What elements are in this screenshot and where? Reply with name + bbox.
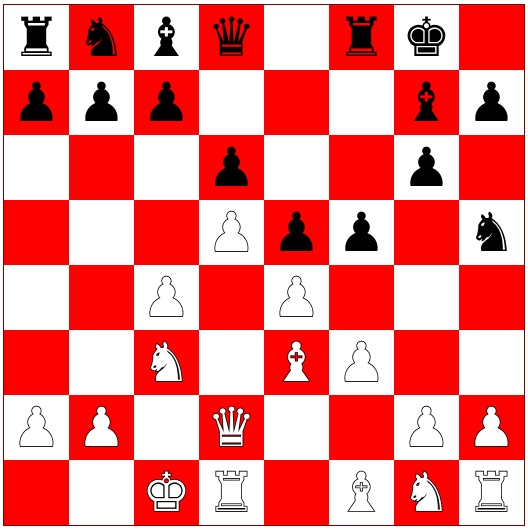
square-a8[interactable]: ♜ bbox=[4, 5, 69, 70]
square-e6[interactable] bbox=[264, 135, 329, 200]
square-c3[interactable]: ♞ bbox=[134, 330, 199, 395]
white-knight-icon[interactable]: ♞ bbox=[142, 336, 190, 390]
square-g8[interactable]: ♚ bbox=[394, 5, 459, 70]
black-pawn-icon[interactable]: ♟ bbox=[467, 76, 515, 130]
white-bishop-icon[interactable]: ♝ bbox=[272, 336, 320, 390]
square-e1[interactable] bbox=[264, 460, 329, 525]
square-h8[interactable] bbox=[459, 5, 524, 70]
square-e7[interactable] bbox=[264, 70, 329, 135]
square-b6[interactable] bbox=[69, 135, 134, 200]
square-f4[interactable] bbox=[329, 265, 394, 330]
square-h7[interactable]: ♟ bbox=[459, 70, 524, 135]
square-e8[interactable] bbox=[264, 5, 329, 70]
square-e3[interactable]: ♝ bbox=[264, 330, 329, 395]
square-f3[interactable]: ♟ bbox=[329, 330, 394, 395]
square-f5[interactable]: ♟ bbox=[329, 200, 394, 265]
black-pawn-icon[interactable]: ♟ bbox=[272, 206, 320, 260]
white-pawn-icon[interactable]: ♟ bbox=[402, 401, 450, 455]
white-rook-icon[interactable]: ♜ bbox=[207, 466, 255, 520]
square-f1[interactable]: ♝ bbox=[329, 460, 394, 525]
square-d4[interactable] bbox=[199, 265, 264, 330]
square-c2[interactable] bbox=[134, 395, 199, 460]
white-pawn-icon[interactable]: ♟ bbox=[272, 271, 320, 325]
square-g5[interactable] bbox=[394, 200, 459, 265]
black-rook-icon[interactable]: ♜ bbox=[12, 11, 60, 65]
square-a1[interactable] bbox=[4, 460, 69, 525]
square-h3[interactable] bbox=[459, 330, 524, 395]
square-h6[interactable] bbox=[459, 135, 524, 200]
white-pawn-icon[interactable]: ♟ bbox=[337, 336, 385, 390]
square-b1[interactable] bbox=[69, 460, 134, 525]
white-pawn-icon[interactable]: ♟ bbox=[77, 401, 125, 455]
black-pawn-icon[interactable]: ♟ bbox=[142, 76, 190, 130]
square-a5[interactable] bbox=[4, 200, 69, 265]
square-h1[interactable]: ♜ bbox=[459, 460, 524, 525]
square-d5[interactable]: ♟ bbox=[199, 200, 264, 265]
square-e4[interactable]: ♟ bbox=[264, 265, 329, 330]
black-knight-icon[interactable]: ♞ bbox=[77, 11, 125, 65]
white-rook-icon[interactable]: ♜ bbox=[467, 466, 515, 520]
black-pawn-icon[interactable]: ♟ bbox=[402, 141, 450, 195]
square-d3[interactable] bbox=[199, 330, 264, 395]
square-a4[interactable] bbox=[4, 265, 69, 330]
square-f8[interactable]: ♜ bbox=[329, 5, 394, 70]
square-d7[interactable] bbox=[199, 70, 264, 135]
black-bishop-icon[interactable]: ♝ bbox=[402, 76, 450, 130]
square-e2[interactable] bbox=[264, 395, 329, 460]
square-b3[interactable] bbox=[69, 330, 134, 395]
square-a2[interactable]: ♟ bbox=[4, 395, 69, 460]
black-pawn-icon[interactable]: ♟ bbox=[207, 141, 255, 195]
square-d2[interactable]: ♛ bbox=[199, 395, 264, 460]
square-f6[interactable] bbox=[329, 135, 394, 200]
square-d6[interactable]: ♟ bbox=[199, 135, 264, 200]
square-c4[interactable]: ♟ bbox=[134, 265, 199, 330]
black-pawn-icon[interactable]: ♟ bbox=[12, 76, 60, 130]
square-b8[interactable]: ♞ bbox=[69, 5, 134, 70]
black-pawn-icon[interactable]: ♟ bbox=[77, 76, 125, 130]
square-g6[interactable]: ♟ bbox=[394, 135, 459, 200]
square-g7[interactable]: ♝ bbox=[394, 70, 459, 135]
black-king-icon[interactable]: ♚ bbox=[402, 11, 450, 65]
white-bishop-icon[interactable]: ♝ bbox=[337, 466, 385, 520]
black-pawn-icon[interactable]: ♟ bbox=[337, 206, 385, 260]
square-b2[interactable]: ♟ bbox=[69, 395, 134, 460]
square-g4[interactable] bbox=[394, 265, 459, 330]
square-f7[interactable] bbox=[329, 70, 394, 135]
square-b5[interactable] bbox=[69, 200, 134, 265]
square-g3[interactable] bbox=[394, 330, 459, 395]
square-b7[interactable]: ♟ bbox=[69, 70, 134, 135]
square-h5[interactable]: ♞ bbox=[459, 200, 524, 265]
square-h4[interactable] bbox=[459, 265, 524, 330]
square-h2[interactable]: ♟ bbox=[459, 395, 524, 460]
square-g2[interactable]: ♟ bbox=[394, 395, 459, 460]
square-d8[interactable]: ♛ bbox=[199, 5, 264, 70]
square-c8[interactable]: ♝ bbox=[134, 5, 199, 70]
white-king-icon[interactable]: ♚ bbox=[142, 466, 190, 520]
square-c6[interactable] bbox=[134, 135, 199, 200]
square-c7[interactable]: ♟ bbox=[134, 70, 199, 135]
black-rook-icon[interactable]: ♜ bbox=[337, 11, 385, 65]
square-c1[interactable]: ♚ bbox=[134, 460, 199, 525]
square-a3[interactable] bbox=[4, 330, 69, 395]
white-pawn-icon[interactable]: ♟ bbox=[12, 401, 60, 455]
chess-board: ♜ ♞ ♝ ♛ ♜ ♚ ♟ ♟ ♟ ♝ ♟ ♟ ♟ ♟ ♟ ♟ ♞ ♟ ♟ ♞ ♝ ♟ ♟ ♟ ♛ ♟ ♟ ♚ ♜ ♝ ♞ ♜ bbox=[3, 4, 525, 526]
white-pawn-icon[interactable]: ♟ bbox=[467, 401, 515, 455]
square-f2[interactable] bbox=[329, 395, 394, 460]
white-queen-icon[interactable]: ♛ bbox=[207, 401, 255, 455]
black-knight-icon[interactable]: ♞ bbox=[467, 206, 515, 260]
white-pawn-icon[interactable]: ♟ bbox=[207, 206, 255, 260]
square-c5[interactable] bbox=[134, 200, 199, 265]
square-a7[interactable]: ♟ bbox=[4, 70, 69, 135]
white-knight-icon[interactable]: ♞ bbox=[402, 466, 450, 520]
square-b4[interactable] bbox=[69, 265, 134, 330]
square-e5[interactable]: ♟ bbox=[264, 200, 329, 265]
black-queen-icon[interactable]: ♛ bbox=[207, 11, 255, 65]
square-a6[interactable] bbox=[4, 135, 69, 200]
square-d1[interactable]: ♜ bbox=[199, 460, 264, 525]
black-bishop-icon[interactable]: ♝ bbox=[142, 11, 190, 65]
square-g1[interactable]: ♞ bbox=[394, 460, 459, 525]
white-pawn-icon[interactable]: ♟ bbox=[142, 271, 190, 325]
